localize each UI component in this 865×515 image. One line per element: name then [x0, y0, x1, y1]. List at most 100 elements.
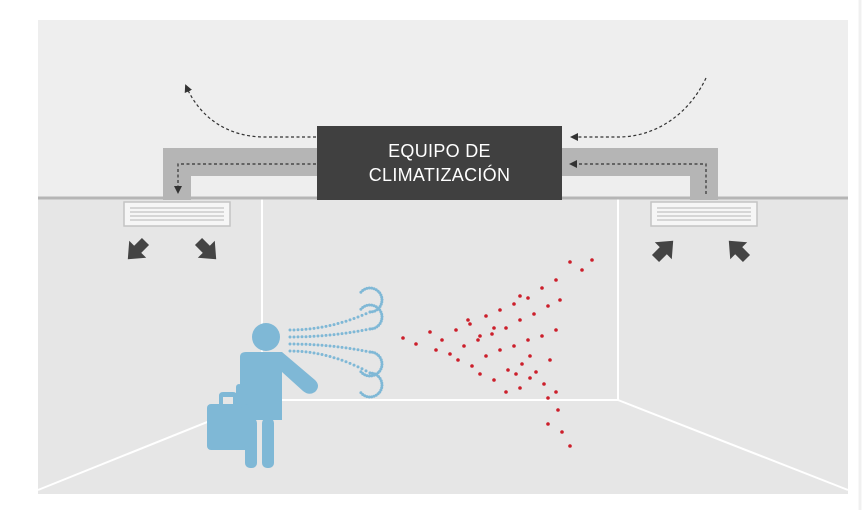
breath-dot: [340, 345, 344, 349]
breath-dot: [360, 367, 364, 371]
breath-dot: [332, 356, 336, 360]
breath-dot: [370, 310, 374, 314]
air-in-arrow-icon: [651, 240, 751, 263]
air-out-arrow-icon: [127, 237, 217, 260]
person-with-briefcase-icon: [207, 323, 318, 468]
particle-dot: [512, 344, 516, 348]
particle-dot: [526, 296, 530, 300]
breath-dot: [380, 386, 384, 390]
particle-dot: [540, 334, 544, 338]
breath-dot: [380, 360, 384, 364]
breath-dot: [296, 342, 300, 346]
particle-dot: [556, 408, 560, 412]
particle-dot: [528, 376, 532, 380]
breath-dot: [348, 347, 352, 350]
particle-dot: [484, 314, 488, 318]
breath-dot: [364, 349, 368, 353]
breath-dot: [324, 324, 328, 328]
breath-dot: [328, 333, 332, 337]
breath-dot: [360, 313, 364, 317]
breath-dot: [367, 374, 371, 378]
breath-dot: [348, 331, 352, 334]
particle-dot: [414, 342, 418, 346]
particle-dot: [520, 362, 524, 366]
particle-dot: [548, 358, 552, 362]
particle-dot: [528, 354, 532, 358]
breath-dot: [370, 327, 374, 331]
breath-dot: [288, 349, 292, 353]
particle-dot: [546, 422, 550, 426]
particle-dot: [470, 364, 474, 368]
breath-dot: [316, 334, 320, 338]
breath-dot: [308, 335, 312, 338]
breath-dot: [380, 298, 384, 302]
breath-dot: [304, 350, 308, 354]
breath-dot: [296, 349, 300, 353]
breath-dot: [380, 381, 384, 385]
breath-dot: [372, 304, 376, 308]
particle-dot: [526, 338, 530, 342]
breath-dot: [364, 312, 368, 316]
breath-dot: [308, 350, 312, 354]
breath-dot: [379, 302, 383, 306]
breath-dot: [320, 334, 324, 338]
breath-dot: [380, 383, 384, 387]
particle-dot: [478, 372, 482, 376]
breath-dot: [352, 363, 356, 367]
breath-dot: [380, 315, 384, 319]
breath-dot: [356, 315, 360, 319]
breath-dot: [296, 335, 300, 339]
breath-dot: [336, 357, 340, 361]
return-duct: [561, 148, 718, 200]
breath-dot: [370, 371, 374, 375]
breath-dot: [352, 330, 356, 334]
breath-dot: [372, 394, 376, 398]
breath-dot: [292, 335, 296, 339]
particle-dot: [468, 322, 472, 326]
breath-dot: [300, 342, 304, 346]
breath-dot: [292, 342, 296, 346]
hvac-unit-label-line2: CLIMATIZACIÓN: [368, 165, 511, 185]
particle-dot: [428, 330, 432, 334]
particle-dot: [554, 390, 558, 394]
breath-dot: [312, 343, 316, 347]
particle-dot: [558, 298, 562, 302]
breath-dot: [356, 365, 360, 369]
breath-dot: [368, 327, 372, 331]
breath-dot: [308, 343, 312, 346]
particle-dot: [440, 338, 444, 342]
particle-dot: [554, 328, 558, 332]
breath-dot: [328, 344, 332, 348]
breath-dot: [368, 310, 372, 314]
breath-dot: [380, 365, 384, 369]
breath-dot: [364, 369, 368, 373]
breath-dot: [288, 328, 292, 332]
particle-dot: [454, 328, 458, 332]
particle-dot: [448, 352, 452, 356]
breath-dot: [324, 344, 328, 348]
breath-dot: [372, 287, 376, 291]
breath-dot: [300, 328, 304, 332]
particle-dot: [498, 308, 502, 312]
breath-dot: [367, 395, 371, 399]
breath-dot: [344, 346, 348, 350]
particle-dot: [518, 318, 522, 322]
breath-dot: [320, 343, 324, 347]
particle-dot: [568, 260, 572, 264]
breath-dot: [320, 353, 324, 356]
breath-dot: [352, 317, 356, 320]
breath-dot: [300, 350, 304, 353]
breath-dot: [356, 329, 360, 333]
breath-dot: [359, 307, 363, 311]
breath-dot: [380, 300, 384, 304]
supply-grille-icon: [123, 201, 231, 227]
breath-dot: [312, 334, 316, 338]
breath-dot: [380, 295, 384, 299]
particle-dot: [492, 326, 496, 330]
particle-dot: [506, 368, 510, 372]
particle-dot: [560, 430, 564, 434]
breath-dot: [304, 342, 308, 346]
breath-dot: [370, 303, 374, 307]
particle-dot: [546, 304, 550, 308]
particle-dot: [504, 326, 508, 330]
